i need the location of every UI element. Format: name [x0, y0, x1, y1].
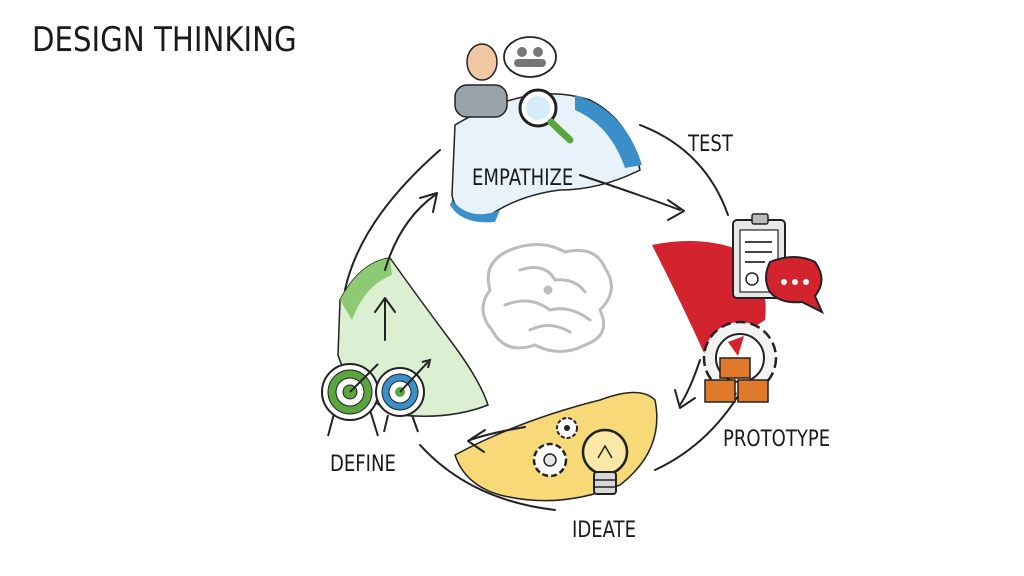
arrowhead-to-prototype — [674, 389, 696, 409]
target-icon — [321, 363, 379, 437]
cycle-arc-empathize-test — [579, 174, 681, 211]
lightbulb-icon — [581, 428, 629, 495]
brain-icon — [481, 243, 613, 353]
stage-label-prototype: PROTOTYPE — [723, 427, 831, 452]
cycle-arc-define-empathize — [344, 149, 441, 291]
stage-label-ideate: IDEATE — [572, 518, 636, 543]
define-blob-accent — [340, 258, 392, 320]
arrowhead-to-empathize — [419, 192, 438, 213]
cycle-arc-test-outer — [639, 124, 729, 216]
stage-label-test: TEST — [688, 132, 733, 157]
cycle-arc-ideate-define — [469, 426, 526, 441]
stage-label-define: DEFINE — [330, 452, 396, 477]
arrowhead-to-test — [667, 199, 685, 221]
arrowhead-define-up — [374, 297, 396, 313]
chat-bubble-icon — [765, 256, 825, 315]
stage-label-empathize: EMPATHIZE — [472, 166, 574, 191]
gears-icon — [532, 417, 578, 478]
cycle-arc-prototype-inner — [679, 359, 701, 406]
person-icon — [454, 43, 508, 118]
target-arrow-icon — [349, 358, 432, 433]
boxes-icon — [704, 357, 769, 403]
page-title: DESIGN THINKING — [32, 20, 297, 60]
speech-bubble-group-icon — [503, 36, 557, 78]
cycle-arc-ideate-outer — [419, 444, 556, 511]
magnifier-icon — [518, 88, 574, 144]
arrowhead-to-define — [467, 429, 486, 453]
cycle-arc-define-inner — [384, 194, 436, 271]
